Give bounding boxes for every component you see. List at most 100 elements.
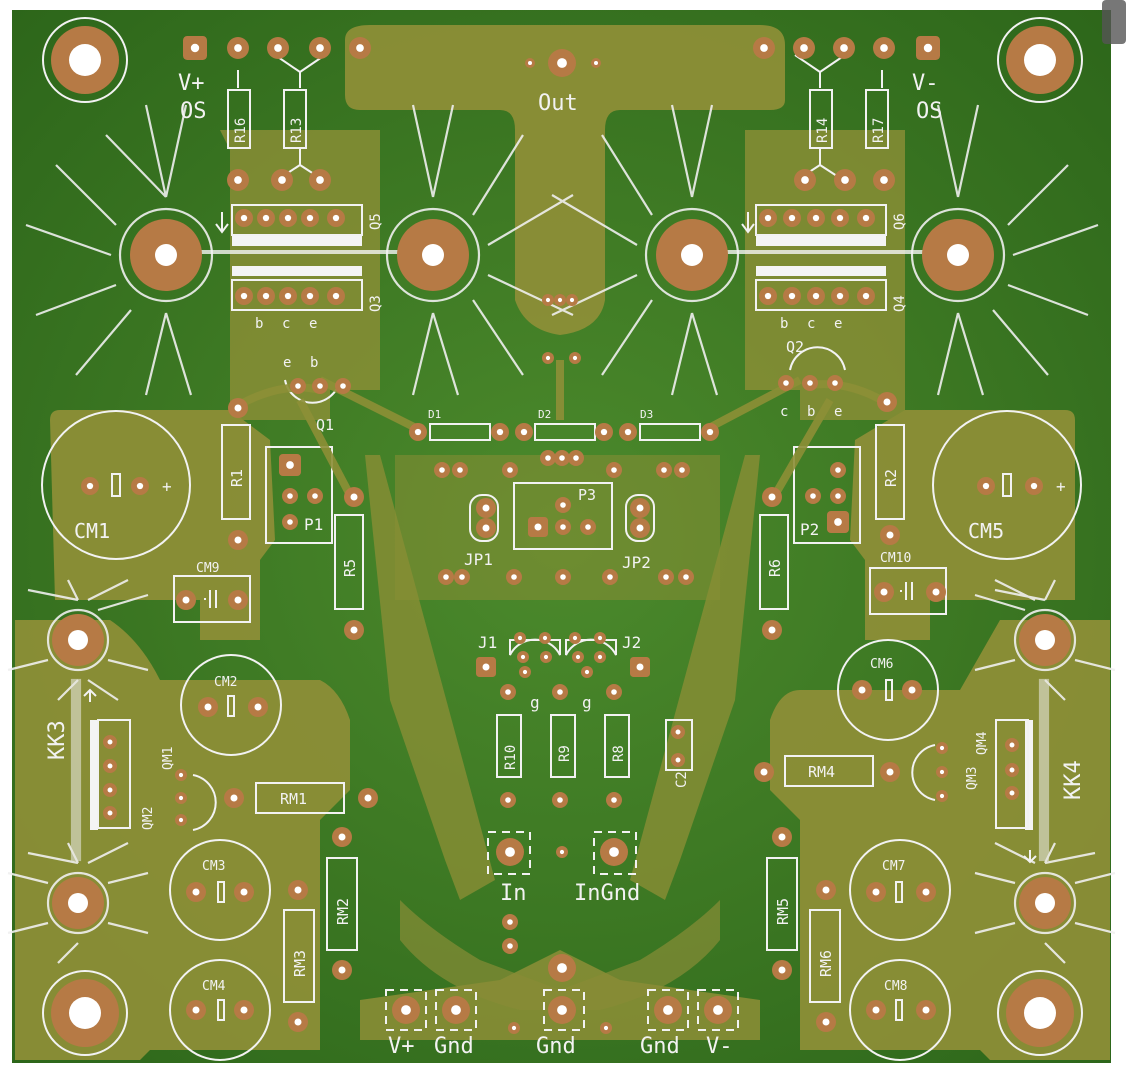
component-pads (81, 36, 1043, 1034)
pad-drill (597, 635, 603, 641)
pad-drill (886, 768, 894, 776)
pad-drill (286, 461, 294, 469)
label-r6: R6 (766, 559, 784, 577)
pad-drill (883, 398, 891, 406)
pad-drill (482, 663, 490, 671)
label-kk4: KK4 (1061, 760, 1086, 800)
pad-drill (496, 428, 504, 436)
label-qm2: QM2 (141, 807, 156, 830)
pad-drill (240, 292, 248, 300)
label-rm3: RM3 (291, 950, 309, 977)
pad-drill (812, 292, 820, 300)
pin-letter-q4-c: c (807, 316, 815, 332)
pad-drill (316, 44, 324, 52)
label-r8: R8 (611, 745, 627, 762)
label-q3: Q3 (368, 295, 384, 312)
pad-drill (507, 943, 513, 949)
pad-drill (713, 1005, 723, 1015)
pad-drill (807, 380, 813, 386)
pad-drill (520, 428, 528, 436)
pad-drill (306, 292, 314, 300)
label-qm3: QM3 (965, 767, 980, 790)
pad-drill (584, 669, 590, 675)
label-in-gnd: InGnd (574, 881, 640, 906)
pin-letter-j2-g: g (582, 693, 592, 712)
pad-drill (609, 847, 619, 857)
pad-drill (575, 654, 581, 660)
label-r14: R14 (815, 118, 831, 143)
label-os-left: OS (180, 99, 207, 124)
label-p3: P3 (578, 486, 596, 504)
pad-drill (507, 467, 513, 473)
pad-drill (764, 214, 772, 222)
label-cm8: CM8 (884, 979, 907, 994)
pad-drill (350, 626, 358, 634)
pad-drill (835, 467, 841, 473)
pad-drill (832, 380, 838, 386)
pad-drill (560, 524, 566, 530)
pad-drill (545, 455, 551, 461)
pad-drill (545, 297, 551, 303)
pad-drill (543, 654, 549, 660)
pad-drill (603, 1025, 609, 1031)
pad-drill (880, 44, 888, 52)
pad-drill (841, 176, 849, 184)
corner-artifact (1102, 0, 1126, 44)
pin-letter-q1-e: e (283, 355, 291, 371)
pad-drill (886, 531, 894, 539)
pad-drill (178, 795, 184, 801)
label-cm10: CM10 (880, 551, 911, 566)
label-c2: C2 (674, 771, 690, 788)
pad-drill (507, 919, 513, 925)
capacitor-marks (111, 473, 1012, 1021)
pad-drill (675, 757, 681, 763)
component-outlines (41, 17, 1083, 1061)
pad-drill (663, 1005, 673, 1015)
pad-drill (559, 455, 565, 461)
pad-drill (778, 833, 786, 841)
label-r9: R9 (557, 745, 573, 762)
pad-drill (443, 574, 449, 580)
pad-drill (560, 502, 566, 508)
pad-drill (482, 524, 490, 532)
pad-drill (192, 1006, 200, 1014)
label-cm9: CM9 (196, 561, 219, 576)
label-cm2: CM2 (214, 675, 237, 690)
pad-drill (234, 596, 242, 604)
label-rm2: RM2 (334, 898, 352, 925)
pad-drill (230, 794, 238, 802)
label-r2: R2 (882, 469, 900, 487)
label-q1: Q1 (316, 416, 334, 434)
pad-drill (569, 297, 575, 303)
pad-drill (768, 626, 776, 634)
pad-drill (505, 847, 515, 857)
pad-drill (872, 1006, 880, 1014)
label-r17: R17 (871, 118, 887, 143)
label-cm5: CM5 (968, 519, 1004, 543)
pad-drill (545, 355, 551, 361)
pad-drill (262, 214, 270, 222)
pad-drill (528, 61, 532, 65)
label-qm1: QM1 (161, 747, 176, 770)
pad-drill (683, 574, 689, 580)
pad-drill (939, 769, 945, 775)
label-rm6: RM6 (817, 950, 835, 977)
pad-drill (517, 635, 523, 641)
pad-drill (557, 689, 563, 695)
label-bottom-vminus: V- (706, 1034, 733, 1059)
pad-drill (939, 745, 945, 751)
pad-drill (600, 428, 608, 436)
pad-drill (788, 214, 796, 222)
pad-drill (107, 739, 113, 745)
pad-drill (414, 428, 422, 436)
label-d1: D1 (428, 408, 441, 421)
pad-drill (557, 797, 563, 803)
label-r5: R5 (341, 559, 359, 577)
pad-drill (597, 654, 603, 660)
pad-drill (505, 689, 511, 695)
pad-drill (542, 635, 548, 641)
silkscreen-labels: V+ OS V- OS Out In InGnd V+ Gnd Gnd Gnd … (45, 71, 1086, 1059)
pad-drill (760, 768, 768, 776)
label-q5: Q5 (368, 213, 384, 230)
pad-drill (332, 292, 340, 300)
